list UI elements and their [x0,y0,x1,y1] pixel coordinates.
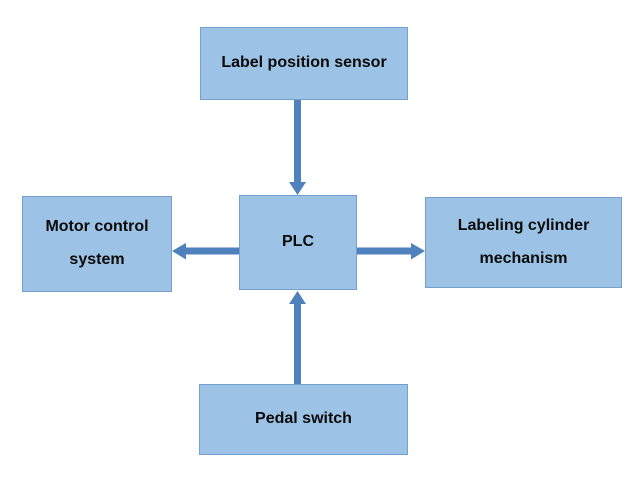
arrow-sensor-to-plc [289,100,306,195]
node-label: Label position sensor [221,54,387,72]
node-motor-control-system: Motor control system [22,196,172,292]
node-label: Labeling cylinder mechanism [457,216,590,267]
node-label-position-sensor: Label position sensor [200,27,408,100]
node-label: PLC [282,233,314,251]
node-label: Motor control system [45,218,149,268]
node-plc: PLC [239,195,357,290]
arrow-plc-to-motor [172,243,239,260]
node-label: Pedal switch [255,410,352,428]
node-pedal-switch: Pedal switch [199,384,408,455]
arrow-pedal-to-plc [289,291,306,384]
node-labeling-cylinder-mechanism: Labeling cylinder mechanism [425,197,622,288]
arrow-plc-to-cylinder [357,243,425,260]
